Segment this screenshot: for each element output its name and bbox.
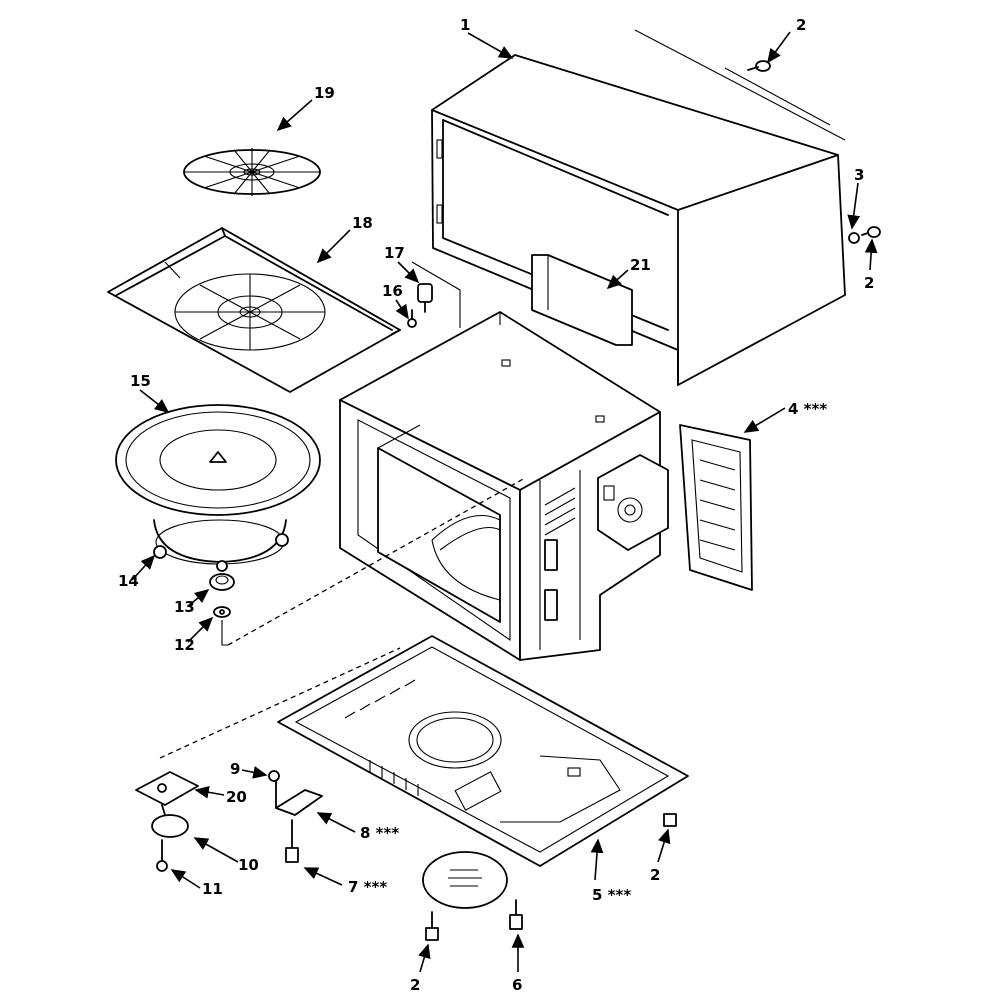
callout-4: 4 *** <box>788 400 827 418</box>
base-plate <box>159 635 689 867</box>
roller-ring <box>153 519 289 572</box>
callout-20: 20 <box>226 788 247 806</box>
cabinet-screws <box>747 60 881 244</box>
callout-9: 9 <box>230 760 240 778</box>
turntable-tray <box>115 404 321 516</box>
callout-2-base: 2 <box>650 866 660 884</box>
callout-2-right: 2 <box>864 274 874 292</box>
callout-19: 19 <box>314 84 335 102</box>
callout-15: 15 <box>130 372 151 390</box>
callout-10: 10 <box>238 856 259 874</box>
filter-cover <box>422 813 677 941</box>
callout-21: 21 <box>630 256 651 274</box>
callout-14: 14 <box>118 572 139 590</box>
oven-cavity <box>339 311 753 661</box>
label-plate <box>531 254 633 346</box>
callout-11: 11 <box>202 880 223 898</box>
callout-labels: 1 2 3 2 4 *** 5 *** 2 6 2 7 *** 8 *** 9 … <box>118 16 874 994</box>
callout-2-top: 2 <box>796 16 806 34</box>
callout-3: 3 <box>854 166 864 184</box>
callout-1: 1 <box>460 16 470 34</box>
callout-18: 18 <box>352 214 373 232</box>
callout-5: 5 *** <box>592 886 631 904</box>
callout-13: 13 <box>174 598 195 616</box>
callout-17: 17 <box>384 244 405 262</box>
stirrer-fan <box>183 148 321 196</box>
callout-8: 8 *** <box>360 824 399 842</box>
callout-7: 7 *** <box>348 878 387 896</box>
callout-2-bottom: 2 <box>410 976 420 994</box>
callout-6: 6 <box>512 976 522 994</box>
callout-12: 12 <box>174 636 195 654</box>
turntable-motor <box>135 771 199 872</box>
coupler <box>209 573 235 646</box>
callout-arrows <box>131 31 878 973</box>
stirrer-cover-tray <box>107 227 401 393</box>
thermal-cutout <box>407 261 461 328</box>
callout-16: 16 <box>382 282 403 300</box>
door-bracket <box>268 770 323 863</box>
turntable-centerline <box>227 477 526 646</box>
